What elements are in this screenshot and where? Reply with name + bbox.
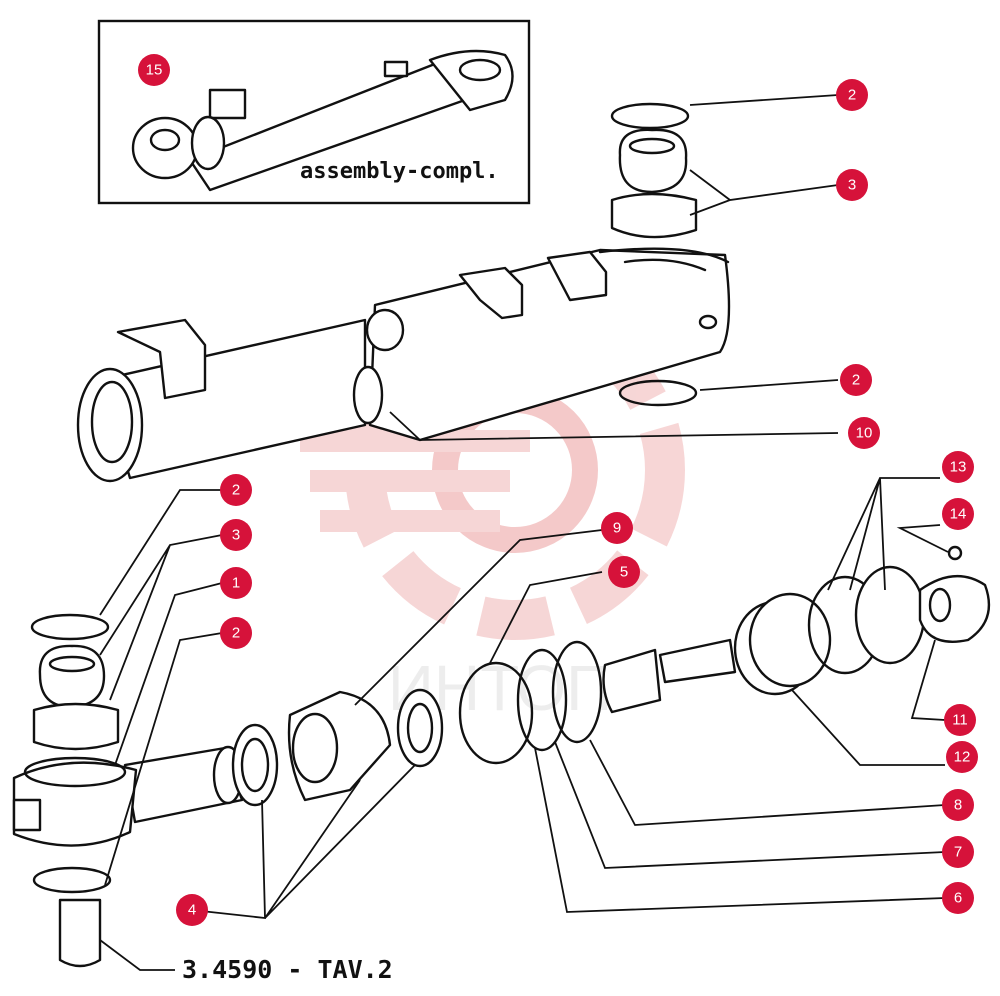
callout-15: 15 [138,54,170,86]
callout-2-left-a: 2 [220,474,252,506]
callout-8: 8 [942,789,974,821]
callout-11: 11 [944,704,976,736]
callout-text: 5 [620,564,628,581]
callout-1: 1 [220,567,252,599]
upper-ball-joint-drawing [610,102,698,239]
inset-cylinder-drawing [131,49,514,192]
callout-text: 10 [856,425,873,442]
callout-text: 15 [146,62,163,79]
callout-2-left-b: 2 [220,617,252,649]
callout-2-mid: 2 [840,364,872,396]
callout-text: 3 [232,527,240,544]
callout-4: 4 [176,894,208,926]
callout-text: 14 [950,506,967,523]
drawing-code-label: 3.4590 - TAV.2 [182,955,393,984]
circlip-right-drawing [618,379,698,407]
callout-text: 2 [852,372,860,389]
callout-text: 7 [954,844,962,861]
callout-text: 2 [232,625,240,642]
callout-text: 4 [188,902,196,919]
callout-text: 2 [848,87,856,104]
callout-9: 9 [601,512,633,544]
callout-14: 14 [942,498,974,530]
callout-text: 6 [954,890,962,907]
callout-3-left: 3 [220,519,252,551]
callout-text: 8 [954,797,962,814]
callout-text: 11 [952,712,968,729]
cylinder-barrel-drawing [76,247,731,483]
rod-eye-assembly-drawing [12,613,244,968]
callout-3-top: 3 [836,169,868,201]
inset-assembly-box: assembly-compl. [97,19,531,205]
callout-5: 5 [608,556,640,588]
callout-13: 13 [942,451,974,483]
inset-label: assembly-compl. [300,159,499,184]
callout-text: 9 [613,520,621,537]
callout-12: 12 [946,741,978,773]
callout-2-top: 2 [836,79,868,111]
callout-text: 3 [848,177,856,194]
leader-lines [99,94,949,971]
callout-text: 13 [950,459,967,476]
callout-text: 1 [232,575,240,592]
callout-text: 12 [954,749,971,766]
callout-7: 7 [942,836,974,868]
piston-parts-drawing [231,545,991,807]
callout-10: 10 [848,417,880,449]
callout-6: 6 [942,882,974,914]
callout-text: 2 [232,482,240,499]
